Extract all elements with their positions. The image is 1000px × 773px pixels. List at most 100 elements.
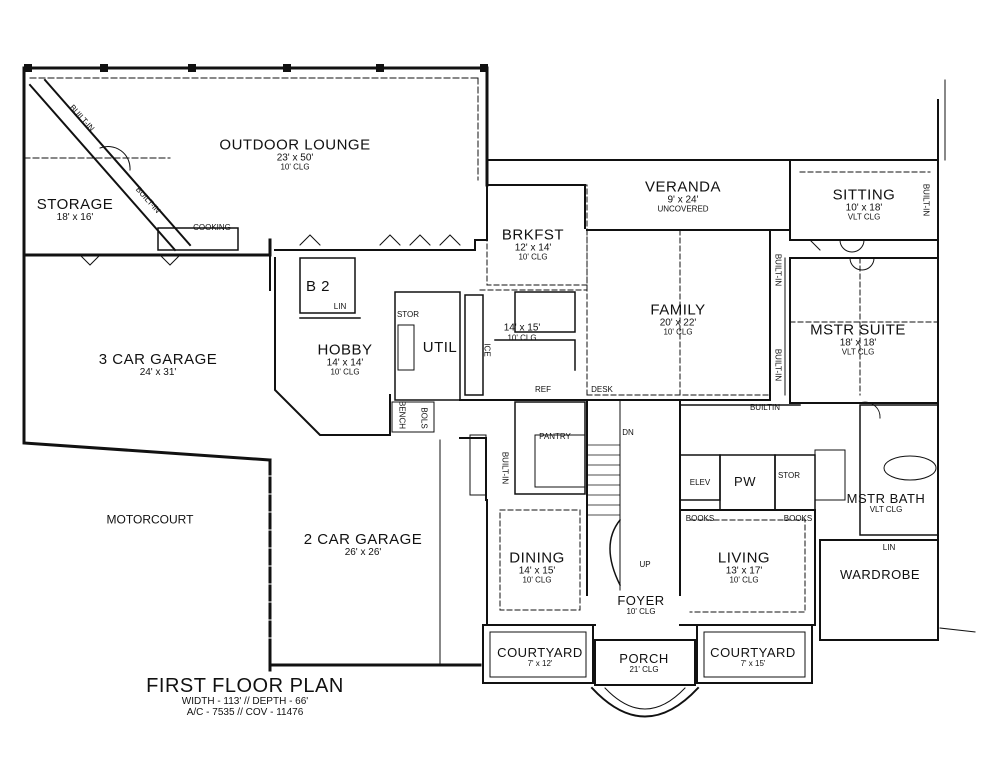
- family-name: FAMILY: [650, 301, 706, 319]
- cooking-note: COOKING: [193, 222, 231, 232]
- mstr-suite-clg: VLT CLG: [841, 347, 875, 357]
- desk-note: DESK: [591, 384, 613, 394]
- three-car-garage-dim: 24' x 31': [139, 366, 177, 378]
- brkfst-clg: 10' CLG: [518, 252, 548, 262]
- elev-label: ELEV: [690, 478, 710, 487]
- ref-note: REF: [535, 384, 551, 394]
- master-wing-walls: [784, 79, 976, 641]
- foyer-label: FOYER 10' CLG: [617, 594, 664, 616]
- outdoor-lounge-clg: 10' CLG: [280, 162, 310, 172]
- sitting-dim: 10' x 18': [845, 202, 883, 214]
- foyer-clg: 10' CLG: [626, 606, 656, 616]
- builtin-note-suite-upper: BUILT-IN: [773, 253, 783, 287]
- family-label: FAMILY 20' x 22' 10' CLG: [650, 301, 706, 338]
- door-swings: [79, 234, 881, 419]
- brkfst-label: BRKFST 12' x 14' 10' CLG: [501, 226, 565, 263]
- dining-clg: 10' CLG: [522, 575, 552, 585]
- veranda-label: VERANDA 9' x 24' UNCOVERED: [645, 179, 721, 215]
- cooking-label: COOKING: [193, 222, 231, 232]
- kitchen-dim: 14' x 15': [503, 322, 541, 334]
- storage-dim: 18' x 16': [56, 211, 94, 223]
- outdoor-lounge-name: OUTDOOR LOUNGE: [219, 136, 371, 154]
- three-car-garage-walls: [22, 238, 272, 672]
- ice-note: ICE: [482, 343, 492, 357]
- three-car-garage-label: 3 CAR GARAGE 24' x 31': [99, 352, 218, 378]
- pantry-name: PANTRY: [539, 431, 571, 441]
- hobby-name: HOBBY: [317, 341, 373, 359]
- books-note-right: BOOKS: [783, 513, 813, 523]
- lin-note-bath: LIN: [882, 542, 896, 552]
- main-house-walls: [274, 159, 791, 401]
- bols-note: BOLS: [419, 407, 429, 429]
- two-car-garage-label: 2 CAR GARAGE 26' x 26': [304, 532, 423, 558]
- lin-note-b2: LIN: [333, 301, 347, 311]
- porch-label: PORCH 21' CLG: [619, 652, 668, 674]
- bench-note: BENCH: [397, 400, 407, 430]
- mstr-suite-label: MSTR SUITE 18' x 18' VLT CLG: [810, 321, 906, 358]
- wardrobe-label: WARDROBE: [840, 568, 920, 582]
- courtyard-left-name: COURTYARD: [497, 644, 583, 660]
- porch-clg: 21' CLG: [629, 664, 659, 674]
- plan-title: FIRST FLOOR PLAN: [146, 675, 344, 697]
- up-note: UP: [639, 559, 651, 569]
- outdoor-lounge-label: OUTDOOR LOUNGE 23' x 50' 10' CLG: [219, 136, 371, 173]
- plan-area: A/C - 7535 // COV - 11476: [186, 706, 304, 718]
- hobby-clg: 10' CLG: [330, 367, 360, 377]
- builtin-note-pantry: BUILT-IN: [500, 451, 510, 485]
- builtin-note-suite-lower: BUILT-IN: [773, 348, 783, 382]
- motorcourt-label: MOTORCOURT: [107, 514, 194, 527]
- builtin-note-family: BUILTIN: [749, 402, 781, 412]
- mstr-bath-label: MSTR BATH VLT CLG: [847, 492, 926, 514]
- kitchen-clg: 10' CLG: [507, 333, 537, 343]
- sitting-label: SITTING 10' x 18' VLT CLG: [833, 187, 896, 223]
- books-note-left: BOOKS: [685, 513, 715, 523]
- pantry-label: PANTRY: [539, 431, 571, 441]
- dn-note: DN: [622, 427, 634, 437]
- title-block: FIRST FLOOR PLAN WIDTH - 113' // DEPTH -…: [146, 676, 344, 718]
- dining-label: DINING 14' x 15' 10' CLG: [509, 549, 565, 586]
- mstr-bath-name: MSTR BATH: [846, 490, 926, 506]
- brkfst-name: BRKFST: [501, 226, 565, 244]
- living-name: LIVING: [717, 549, 771, 567]
- family-dim: 20' x 22': [659, 317, 697, 329]
- stor-note-pw: STOR: [777, 470, 801, 480]
- living-label: LIVING 13' x 17' 10' CLG: [717, 549, 771, 586]
- hobby-dim: 14' x 14': [326, 357, 364, 369]
- porch-name: PORCH: [619, 650, 669, 666]
- motorcourt-name: MOTORCOURT: [106, 512, 194, 527]
- courtyard-right-label: COURTYARD 7' x 15': [710, 646, 796, 668]
- util-name: UTIL: [422, 339, 458, 357]
- dining-dim: 14' x 15': [518, 565, 556, 577]
- courtyard-right-name: COURTYARD: [710, 644, 796, 660]
- living-dim: 13' x 17': [725, 565, 763, 577]
- foyer-name: FOYER: [617, 592, 665, 608]
- two-car-garage-name: 2 CAR GARAGE: [303, 530, 423, 548]
- sitting-clg: VLT CLG: [847, 212, 881, 222]
- courtyard-left-label: COURTYARD 7' x 12': [497, 646, 583, 668]
- veranda-note: UNCOVERED: [657, 204, 709, 214]
- b2-name: B 2: [305, 278, 331, 296]
- hobby-util-walls: [274, 257, 461, 436]
- hobby-label: HOBBY 14' x 14' 10' CLG: [317, 341, 373, 378]
- courtyard-left-dim: 7' x 12': [527, 658, 553, 668]
- stor-note-hobby: STOR: [396, 309, 420, 319]
- three-car-garage-name: 3 CAR GARAGE: [98, 350, 218, 368]
- util-label: UTIL: [423, 340, 458, 356]
- storage-label: STORAGE 18' x 16': [37, 197, 114, 223]
- dining-name: DINING: [509, 549, 565, 567]
- column-posts: [24, 64, 488, 72]
- wardrobe-name: WARDROBE: [839, 567, 921, 583]
- pw-name: PW: [734, 474, 756, 490]
- storage-name: STORAGE: [36, 195, 114, 213]
- mstr-suite-name: MSTR SUITE: [810, 321, 906, 339]
- two-car-garage-dim: 26' x 26': [344, 546, 382, 558]
- mstr-suite-dim: 18' x 18': [839, 337, 877, 349]
- family-clg: 10' CLG: [663, 327, 693, 337]
- veranda-dim: 9' x 24': [667, 194, 699, 206]
- b2-label: B 2: [306, 279, 330, 295]
- living-clg: 10' CLG: [729, 575, 759, 585]
- courtyard-right-dim: 7' x 15': [740, 658, 766, 668]
- plan-dimensions: WIDTH - 113' // DEPTH - 66': [181, 696, 309, 707]
- outdoor-lounge-dim: 23' x 50': [276, 152, 314, 164]
